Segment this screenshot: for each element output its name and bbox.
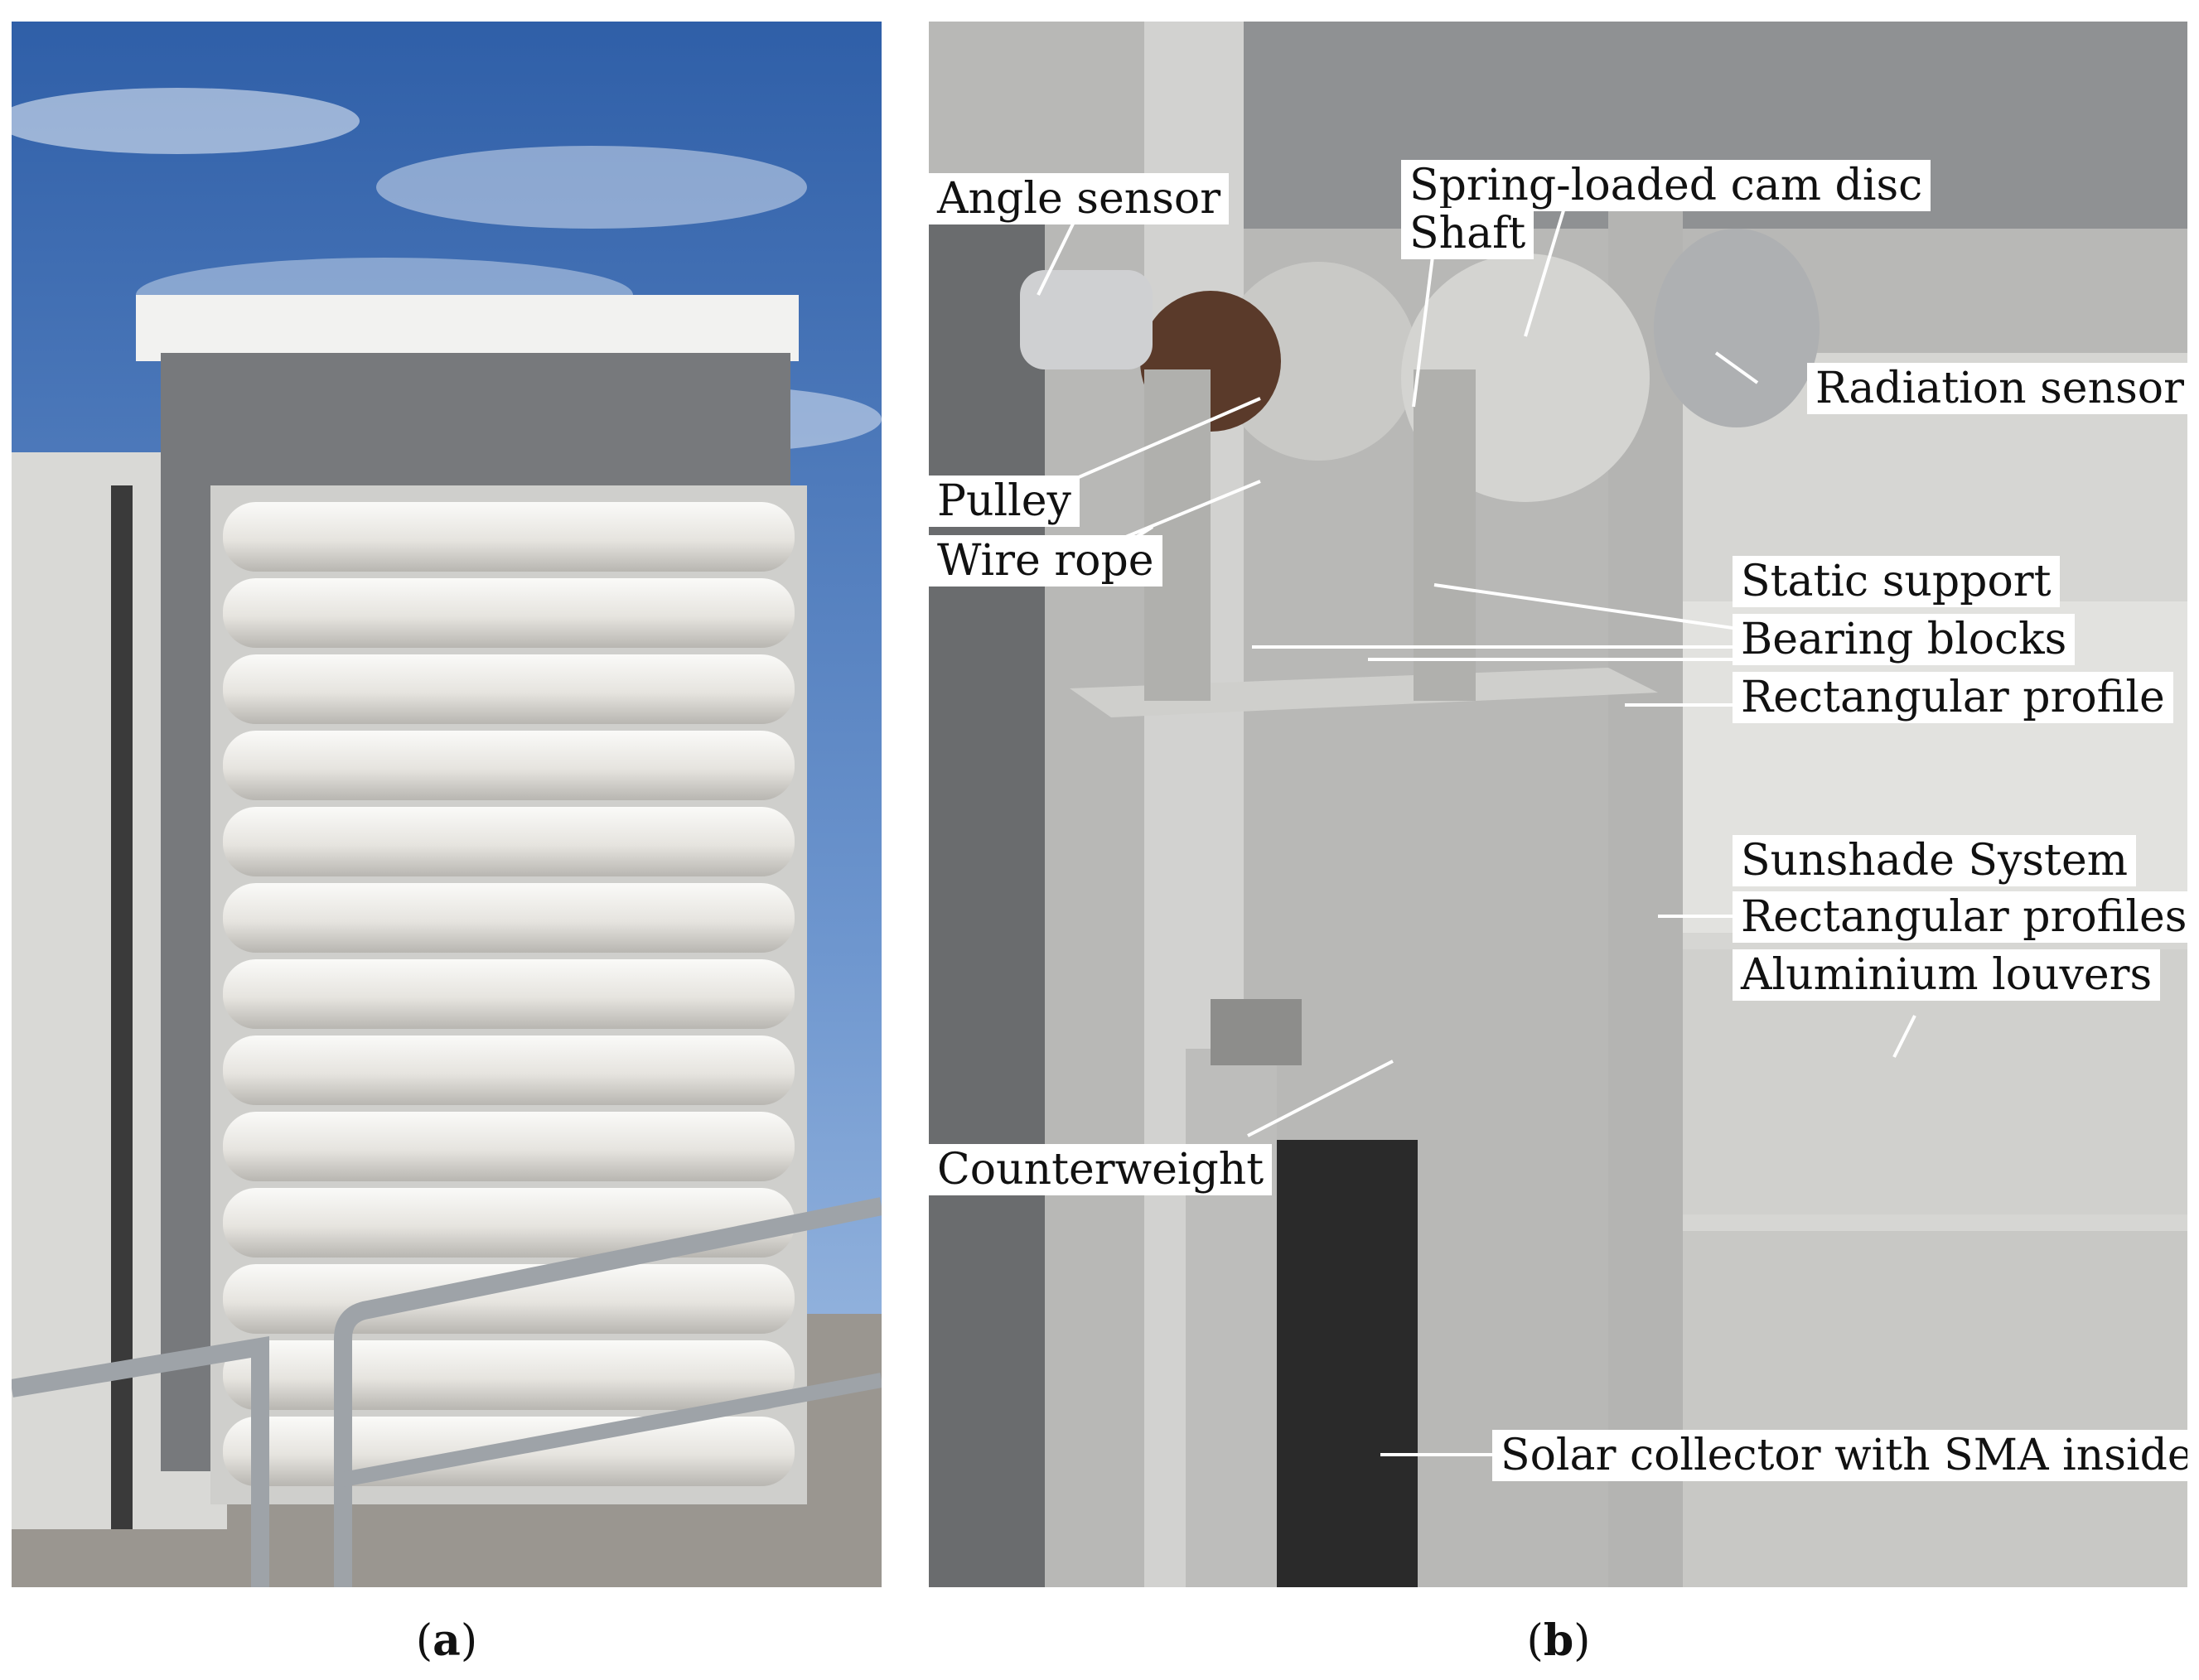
louver-slat (223, 502, 795, 572)
sunshade-system-label: Sunshade System (1733, 835, 2137, 886)
counterweight-label: Counterweight (929, 1144, 1273, 1195)
pulley-label: Pulley (929, 476, 1080, 527)
aluminium-louvers-label: Aluminium louvers (1733, 949, 2161, 1001)
caption-a: (a) (415, 1615, 478, 1666)
shaft-label: Shaft (1401, 208, 1534, 259)
bearing-blocks-label: Bearing blocks (1733, 614, 2076, 665)
louver-slat (223, 1112, 795, 1181)
caption-b-letter: b (1543, 1615, 1574, 1666)
louver-slat (223, 1188, 795, 1258)
static-support-label: Static support (1733, 556, 2060, 607)
sunshade-photo-a (12, 22, 882, 1587)
solar-collector-label: Solar collector with SMA inside (1492, 1430, 2187, 1481)
louver-slat (223, 959, 795, 1029)
photo-panel-a (12, 22, 882, 1587)
cam-disc-label: Spring-loaded cam disc (1401, 160, 1931, 211)
rectangular-profiles-label: Rectangular profiles (1733, 891, 2187, 943)
louver-slat (223, 731, 795, 800)
rectangular-profile-label: Rectangular profile (1733, 672, 2173, 723)
callout-lines (1037, 191, 1916, 1456)
caption-b: (b) (1526, 1615, 1591, 1666)
louver-slat (223, 1340, 795, 1410)
angle-sensor-label: Angle sensor (929, 173, 1230, 224)
wire-rope-label: Wire rope (929, 535, 1162, 587)
caption-a-letter: a (433, 1615, 461, 1666)
photo-panel-b: Angle sensor Spring-loaded cam disc Shaf… (929, 22, 2187, 1587)
radiation-sensor-label: Radiation sensor (1807, 363, 2187, 414)
louver-slat (223, 654, 795, 724)
louver-slat (223, 883, 795, 953)
louver-slat (223, 1036, 795, 1105)
louver-slat (223, 807, 795, 876)
louver-slat (223, 578, 795, 648)
